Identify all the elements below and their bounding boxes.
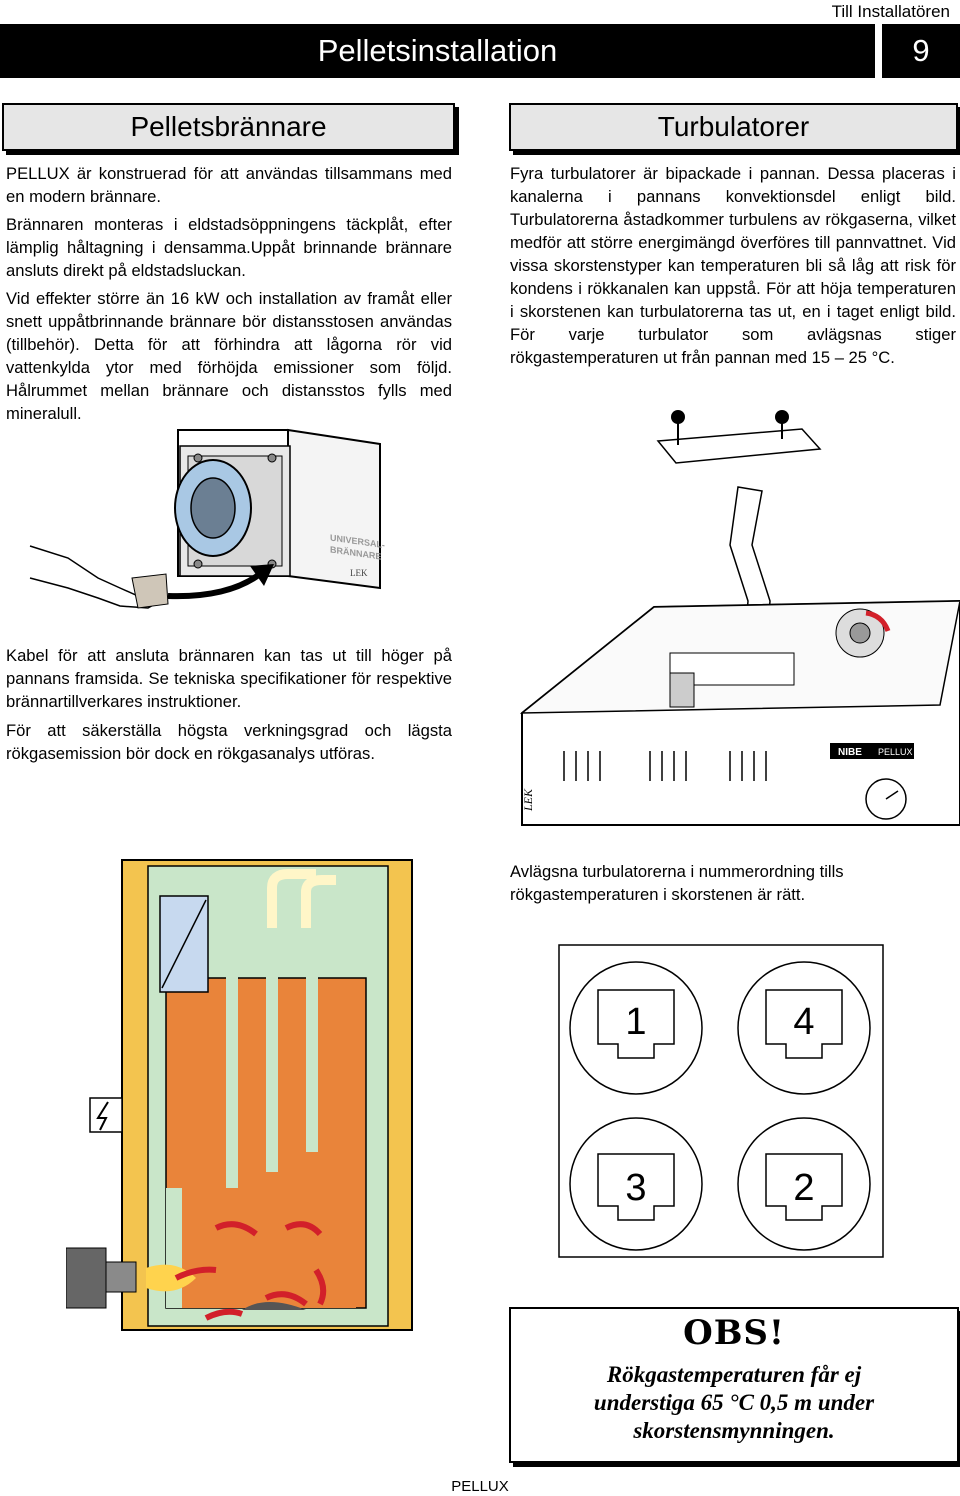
section-heading-turbulatorer: Turbulatorer bbox=[509, 103, 958, 151]
page-number: 9 bbox=[882, 24, 960, 78]
turbulator-3-plate bbox=[597, 1153, 675, 1221]
burner-flame bbox=[146, 1264, 196, 1292]
turbulator-4-plate bbox=[765, 989, 843, 1059]
order-number-3: 3 bbox=[625, 1167, 646, 1209]
model-name: PELLUX bbox=[878, 747, 913, 757]
paragraph-mounting: Brännaren monteras i eldstadsöppningens … bbox=[6, 215, 452, 280]
brand-name: NIBE bbox=[838, 747, 862, 758]
page-title: Pelletsinstallation bbox=[0, 24, 875, 78]
mineral-wool bbox=[131, 573, 169, 609]
turbulator-2-plate bbox=[765, 1153, 843, 1221]
section-heading-pelletsbrannare: Pelletsbrännare bbox=[2, 103, 455, 151]
turbulator-order-diagram: 1 4 3 2 bbox=[558, 944, 884, 1258]
caption-remove-order: Avlägsna turbulatorerna i nummerordning … bbox=[510, 862, 844, 904]
electrical-warning-icon bbox=[89, 1097, 123, 1133]
box-brand: LEK bbox=[350, 568, 368, 578]
smoke-arrow-1 bbox=[267, 869, 316, 928]
paragraph-intro: PELLUX är konstruerad för att användas t… bbox=[6, 164, 452, 206]
burner-mounting-illustration: UNIVERSAL- BRÄNNARE LEK bbox=[29, 428, 385, 609]
obs-text: Rökgastemperaturen får ej understiga 65 … bbox=[593, 1362, 875, 1443]
paragraph-cable: Kabel för att ansluta brännaren kan tas … bbox=[6, 646, 452, 711]
burner-unit bbox=[66, 1247, 107, 1309]
turbulator-1-plate bbox=[597, 989, 675, 1059]
section-label: Till Installatören bbox=[831, 2, 950, 21]
flame-flow-arrows bbox=[174, 1221, 327, 1321]
brand-plate bbox=[830, 743, 914, 759]
obs-warning-box: OBS! Rökgastemperaturen får ej understig… bbox=[509, 1307, 959, 1463]
ash-pile bbox=[242, 1302, 306, 1310]
burner-box-side bbox=[287, 428, 381, 590]
paragraph-turbulators: Fyra turbulatorer är bipackade i pannan.… bbox=[510, 164, 956, 367]
order-number-2: 2 bbox=[793, 1167, 814, 1209]
order-number-1: 1 bbox=[625, 1001, 646, 1043]
boiler-side-text: LEK bbox=[521, 788, 535, 812]
top-lid bbox=[656, 428, 822, 464]
turbulator-illustration: NIBE PELLUX LEK bbox=[520, 410, 960, 826]
smoke-arrow-2 bbox=[301, 875, 336, 928]
front-vent-slots bbox=[563, 751, 767, 781]
paragraph-analysis: För att säkerställa högsta verkningsgrad… bbox=[6, 721, 452, 763]
paragraph-distance: Vid effekter större än 16 kW och install… bbox=[6, 289, 452, 423]
tube-opening bbox=[190, 477, 236, 539]
insert-arrow bbox=[167, 571, 262, 600]
order-number-4: 4 bbox=[793, 1001, 814, 1043]
flue-connector bbox=[669, 672, 695, 708]
left-text-block: PELLUX är konstruerad för att användas t… bbox=[6, 162, 452, 425]
left-text-block-2: Kabel för att ansluta brännaren kan tas … bbox=[6, 644, 452, 765]
footer-label: PELLUX bbox=[451, 1478, 509, 1495]
boiler-cross-section bbox=[66, 859, 413, 1331]
obs-title: OBS! bbox=[683, 1313, 785, 1353]
